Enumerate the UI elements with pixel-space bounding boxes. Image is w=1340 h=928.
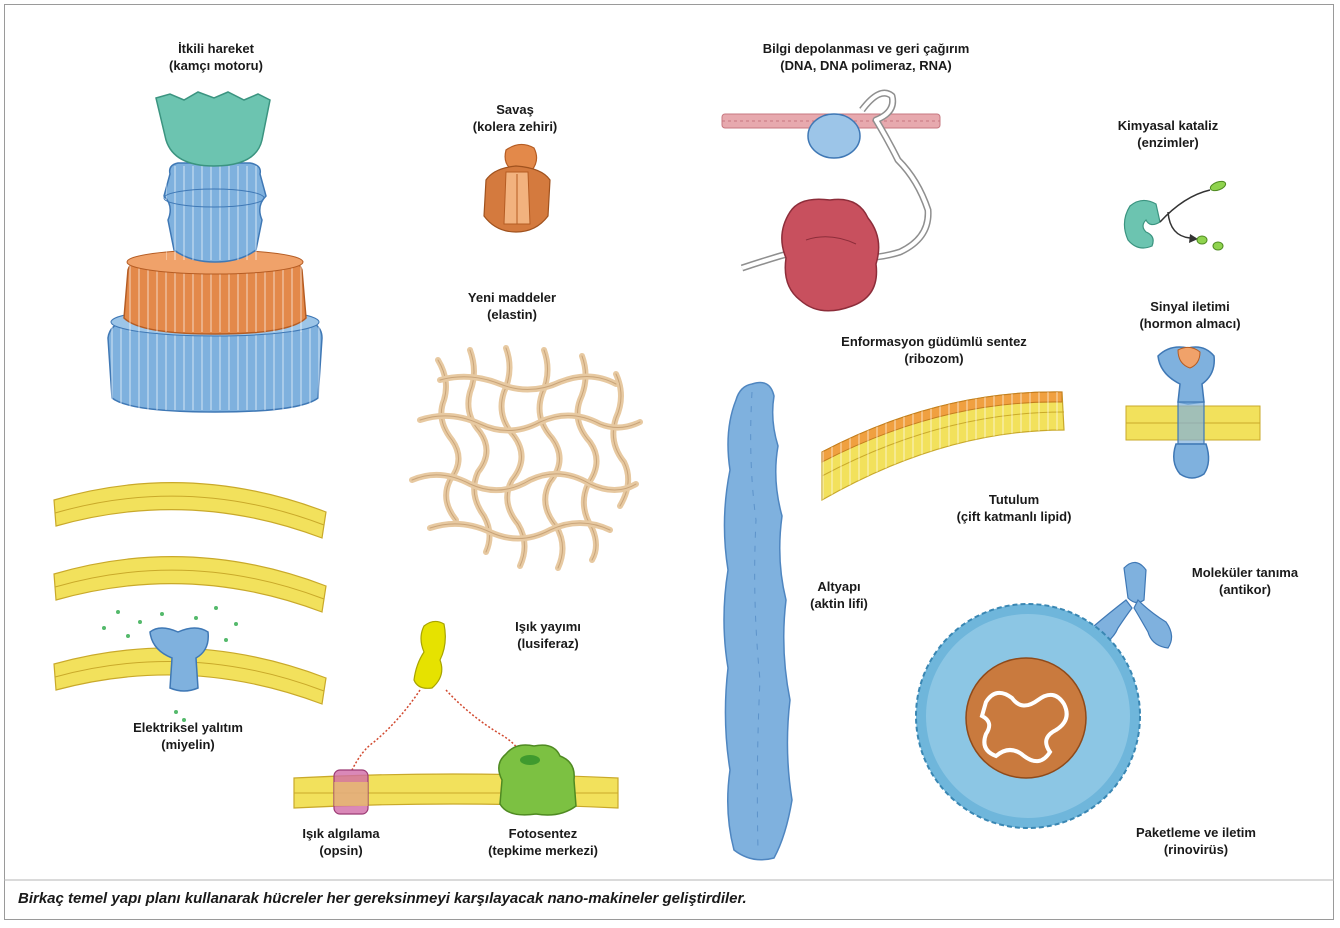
figure-caption: Birkaç temel yapı planı kullanarak hücre… (18, 890, 747, 907)
label-lipid-sub: (çift katmanlı lipid) (957, 508, 1072, 525)
label-elastin: Yeni maddeler (elastin) (468, 289, 556, 323)
label-flagellum-title: İtkili hareket (169, 40, 263, 57)
label-actin-title: Altyapı (810, 578, 868, 595)
label-cholera-title: Savaş (473, 101, 558, 118)
label-opsin: Işık algılama (opsin) (302, 825, 379, 859)
label-cholera-sub: (kolera zehiri) (473, 118, 558, 135)
label-ribosome-sub: (ribozom) (841, 350, 1027, 367)
label-lipid: Tutulum (çift katmanlı lipid) (957, 491, 1072, 525)
rhinovirus (916, 604, 1140, 828)
label-ribosome: Enformasyon güdümlü sentez (ribozom) (841, 333, 1027, 367)
label-myelin: Elektriksel yalıtım (miyelin) (133, 719, 243, 753)
enzymes (1124, 180, 1226, 250)
label-elastin-sub: (elastin) (468, 306, 556, 323)
label-photosynthesis: Fotosentez (tepkime merkezi) (488, 825, 598, 859)
label-virus-title: Paketleme ve iletim (1136, 824, 1256, 841)
label-actin-sub: (aktin lifi) (810, 595, 868, 612)
label-myelin-title: Elektriksel yalıtım (133, 719, 243, 736)
label-dna-sub: (DNA, DNA polimeraz, RNA) (763, 57, 970, 74)
label-elastin-title: Yeni maddeler (468, 289, 556, 306)
label-myelin-sub: (miyelin) (133, 736, 243, 753)
label-photosynthesis-title: Fotosentez (488, 825, 598, 842)
label-flagellum-sub: (kamçı motoru) (169, 57, 263, 74)
label-dna-title: Bilgi depolanması ve geri çağırım (763, 40, 970, 57)
label-hormone-title: Sinyal iletimi (1139, 298, 1240, 315)
label-opsin-title: Işık algılama (302, 825, 379, 842)
label-virus: Paketleme ve iletim (rinovirüs) (1136, 824, 1256, 858)
label-opsin-sub: (opsin) (302, 842, 379, 859)
label-luciferase: Işık yayımı (lusiferaz) (515, 618, 581, 652)
label-luciferase-sub: (lusiferaz) (515, 635, 581, 652)
label-antibody-title: Moleküler tanıma (1192, 564, 1298, 581)
label-virus-sub: (rinovirüs) (1136, 841, 1256, 858)
label-enzymes: Kimyasal kataliz (enzimler) (1118, 117, 1218, 151)
label-hormone: Sinyal iletimi (hormon almacı) (1139, 298, 1240, 332)
actin-filament (724, 383, 792, 860)
lipid-bilayer (822, 392, 1064, 500)
label-cholera: Savaş (kolera zehiri) (473, 101, 558, 135)
label-photosynthesis-sub: (tepkime merkezi) (488, 842, 598, 859)
flagellar-motor (108, 92, 322, 412)
label-enzymes-sub: (enzimler) (1118, 134, 1218, 151)
label-hormone-sub: (hormon almacı) (1139, 315, 1240, 332)
label-lipid-title: Tutulum (957, 491, 1072, 508)
label-antibody-sub: (antikor) (1192, 581, 1298, 598)
elastin-network (412, 348, 640, 568)
label-dna: Bilgi depolanması ve geri çağırım (DNA, … (763, 40, 970, 74)
myelin-sheath (54, 483, 326, 722)
label-flagellum: İtkili hareket (kamçı motoru) (169, 40, 263, 74)
label-ribosome-title: Enformasyon güdümlü sentez (841, 333, 1027, 350)
cholera-toxin (484, 144, 550, 232)
label-actin: Altyapı (aktin lifi) (810, 578, 868, 612)
hormone-receptor (1126, 347, 1260, 478)
dna-polymerase-ribosome (722, 93, 940, 311)
label-luciferase-title: Işık yayımı (515, 618, 581, 635)
label-enzymes-title: Kimyasal kataliz (1118, 117, 1218, 134)
label-antibody: Moleküler tanıma (antikor) (1192, 564, 1298, 598)
